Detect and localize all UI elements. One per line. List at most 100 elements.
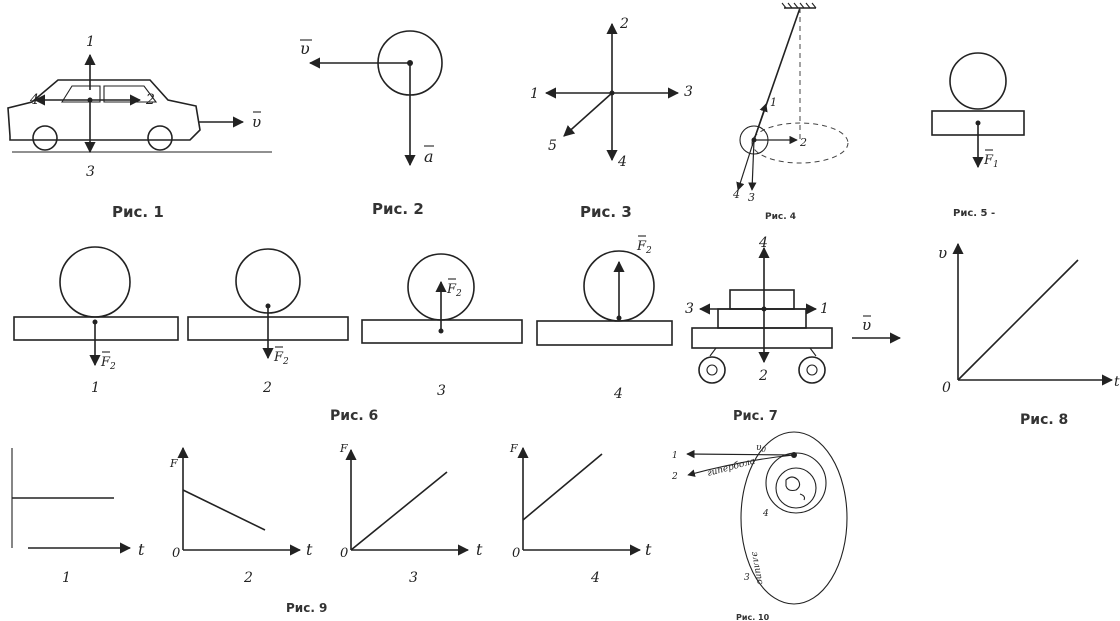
label-3: 3 (685, 301, 694, 317)
origin-3: 0 (340, 546, 348, 561)
label-1: 1 (530, 86, 539, 102)
label-4: 4 (758, 235, 768, 251)
vector-4 (736, 139, 755, 191)
hyperbola-path (687, 454, 795, 477)
caption-fig9: Рис. 9 (286, 601, 327, 615)
label-2: 2 (243, 570, 253, 586)
velocity-label: υ (862, 316, 871, 334)
box-bottom (717, 308, 807, 329)
figure-4: 1 2 3 4 Рис. 4 (732, 2, 849, 222)
t-label-4: t (645, 540, 652, 559)
origin-4: 0 (512, 546, 520, 561)
label-4: 4 (613, 386, 623, 402)
t-axis-label: t (1114, 374, 1120, 390)
car-wheel-front (147, 125, 173, 151)
figure-3: 2 1 3 4 5 Рис. 3 (530, 16, 693, 221)
plate-3 (361, 319, 523, 344)
caption-fig1: Рис. 1 (112, 203, 164, 221)
ball-1 (59, 246, 131, 318)
label-1: 1 (820, 301, 829, 317)
box-top (729, 289, 795, 310)
t-label-2: t (306, 540, 313, 559)
caption-fig5: Рис. 5 - (953, 208, 995, 219)
force-line-2 (182, 489, 266, 531)
f-label-2: F (169, 457, 178, 470)
label-3: 3 (748, 191, 755, 204)
t-label-3: t (476, 540, 483, 559)
force-line-3 (350, 471, 448, 551)
circular-orbit (765, 452, 827, 514)
velocity-label: υ0 (756, 443, 766, 454)
label-3: 3 (684, 84, 693, 100)
vector-1 (686, 449, 795, 459)
figure-8: υ 0 t Рис. 8 (938, 242, 1120, 428)
caption-fig6: Рис. 6 (330, 408, 378, 424)
f-label-3: F (339, 442, 348, 455)
orbit-ellipse (751, 122, 849, 164)
figure-1: 1 2 3 4 υ Рис. 1 (7, 34, 272, 221)
label-5: 5 (548, 138, 557, 154)
cart-platform (691, 327, 833, 349)
label-4: 4 (29, 92, 39, 108)
label-4: 4 (762, 509, 769, 519)
figure-9: t 1 F 0 t 2 F 0 t 3 F 0 t 4 Рис. 9 (11, 442, 652, 615)
v-axis-label: υ (938, 244, 947, 262)
earth (775, 467, 817, 509)
caption-fig7: Рис. 7 (733, 409, 778, 424)
t-label-1: t (138, 540, 145, 559)
force-label-3: F2 (446, 282, 462, 299)
acceleration-label: a (424, 147, 434, 166)
origin-2: 0 (172, 546, 180, 561)
vector-1 (753, 103, 768, 141)
ellipse-orbit (740, 431, 848, 605)
car-body (7, 79, 201, 141)
label-1: 1 (672, 451, 678, 461)
ball-2 (235, 248, 301, 314)
label-1: 1 (62, 570, 71, 586)
plate-1 (13, 316, 179, 341)
car-wheel-rear (32, 125, 58, 151)
ball (949, 52, 1007, 110)
vector-5 (563, 92, 613, 137)
caption-fig2: Рис. 2 (372, 200, 424, 218)
figure-5: F1 Рис. 5 - (931, 52, 1025, 219)
car-windows (61, 85, 158, 103)
label-2: 2 (619, 16, 629, 32)
caption-fig4: Рис. 4 (765, 212, 796, 222)
label-1: 1 (86, 34, 95, 50)
force-label-2: F2 (273, 350, 289, 367)
velocity-line (957, 259, 1079, 381)
label-3: 3 (86, 164, 95, 180)
label-4: 4 (617, 154, 627, 170)
label-2: 2 (145, 92, 155, 108)
figure-7: 4 1 3 2 υ Рис. 7 (685, 235, 902, 424)
force-label: F1 (983, 153, 999, 170)
force-label-4: F2 (636, 239, 652, 256)
force-line-4 (522, 453, 603, 521)
wheel-right (798, 356, 826, 384)
hyperbola-label: гипербола (706, 456, 756, 479)
ellipse-label: эллипс (749, 551, 765, 585)
label-1: 1 (770, 96, 777, 109)
velocity-label: υ (300, 39, 310, 58)
force-label-1: F2 (100, 355, 116, 372)
label-4: 4 (590, 570, 600, 586)
wheel-left (698, 356, 726, 384)
caption-fig8: Рис. 8 (1020, 412, 1068, 428)
label-2: 2 (799, 136, 807, 149)
label-2: 2 (671, 472, 678, 482)
caption-fig10: Рис. 10 (736, 613, 770, 621)
label-3: 3 (409, 570, 418, 586)
label-3: 3 (744, 573, 750, 583)
label-4: 4 (732, 188, 740, 201)
label-3: 3 (437, 383, 446, 399)
plate-4 (536, 320, 673, 346)
origin-label: 0 (942, 380, 951, 396)
figure-10: 1 2 3 4 υ0 гипербола эллипс Рис. 10 (671, 431, 848, 621)
figure-2: υ a Рис. 2 (300, 30, 443, 218)
f-label-4: F (509, 442, 518, 455)
velocity-label: υ (252, 113, 261, 131)
caption-fig3: Рис. 3 (580, 203, 632, 221)
figure-6: F2 1 F2 2 F2 3 F2 4 Рис. 6 (13, 235, 673, 424)
vector-3 (748, 139, 757, 191)
